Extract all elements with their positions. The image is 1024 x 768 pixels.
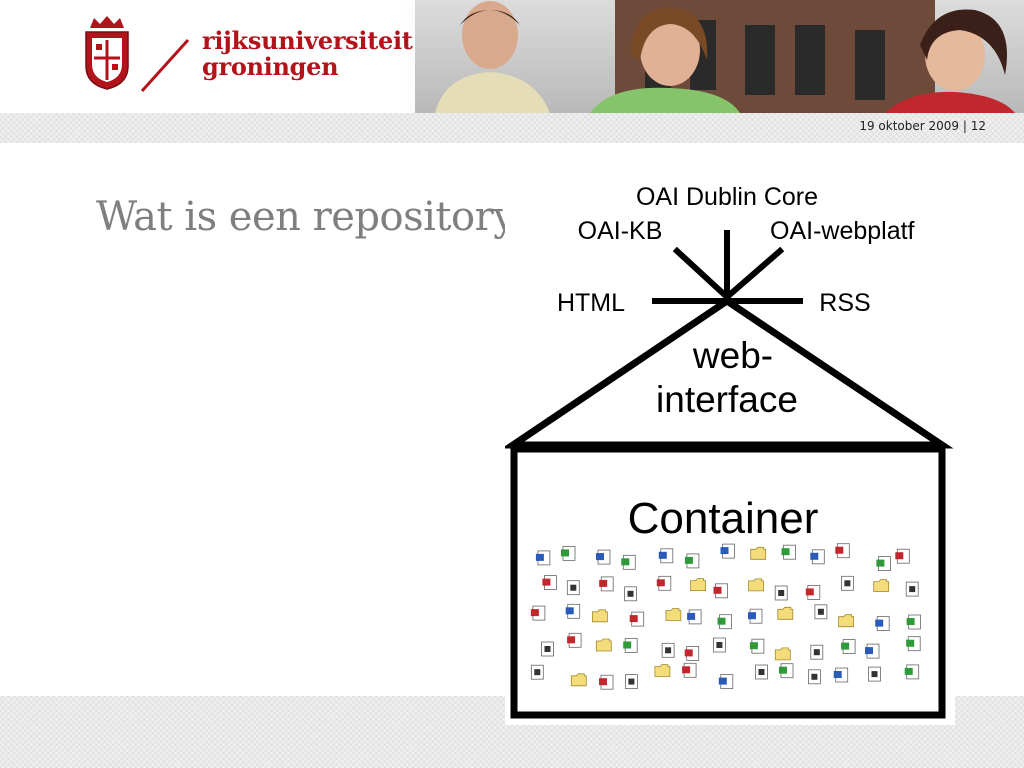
excel-file-icon [623, 638, 638, 653]
excel-file-icon [904, 664, 920, 680]
folder-file-icon [838, 614, 855, 628]
word-file-icon [596, 549, 611, 565]
video-file-icon [624, 586, 637, 602]
folder-file-icon [595, 638, 612, 652]
folder-file-icon [654, 664, 671, 677]
excel-file-icon [717, 614, 732, 630]
video-file-icon [774, 585, 788, 601]
ppt-file-icon [530, 605, 546, 621]
ppt-file-icon [567, 632, 582, 648]
word-file-icon [718, 674, 734, 690]
video-file-icon [814, 604, 828, 620]
word-file-icon [535, 550, 551, 566]
ppt-file-icon [629, 611, 645, 627]
word-file-icon [720, 543, 735, 559]
word-file-icon [748, 608, 763, 624]
ppt-file-icon [599, 576, 614, 592]
video-file-icon [905, 581, 919, 597]
ppt-file-icon [805, 584, 821, 600]
ppt-file-icon [682, 662, 697, 678]
folder-file-icon [873, 579, 890, 593]
header-photo [415, 0, 1024, 113]
word-file-icon [810, 549, 825, 565]
excel-file-icon [749, 638, 765, 654]
video-file-icon [625, 674, 638, 690]
video-file-icon [566, 580, 580, 596]
video-file-icon [712, 637, 726, 653]
university-crest-icon [85, 16, 129, 90]
label-html: HTML [557, 289, 625, 317]
label-interface: interface [656, 379, 798, 420]
excel-file-icon [876, 556, 891, 572]
connector-upper-right [722, 246, 785, 302]
slide-title: Wat is een repository [96, 194, 506, 240]
excel-file-icon [684, 553, 700, 569]
label-oai-dublin-core: OAI Dublin Core [636, 183, 818, 211]
word-file-icon [875, 616, 890, 632]
repository-diagram: OAI Dublin Core OAI-KB OAI-webplatf HTML… [505, 175, 955, 725]
excel-file-icon [841, 639, 856, 655]
video-file-icon [840, 575, 854, 591]
folder-file-icon [750, 546, 767, 560]
logo-line-2: groningen [202, 52, 339, 81]
video-file-icon [810, 644, 824, 660]
folder-file-icon [690, 578, 707, 592]
folder-file-icon [777, 606, 794, 620]
connector-upper-left [672, 246, 732, 302]
ppt-file-icon [542, 575, 557, 591]
excel-file-icon [906, 614, 922, 630]
label-oai-webplatform: OAI-webplatf [770, 217, 915, 245]
excel-file-icon [561, 545, 576, 561]
video-file-icon [541, 641, 554, 657]
header-pattern-band [0, 113, 1024, 143]
house-roof [505, 296, 954, 449]
word-file-icon [565, 603, 581, 619]
label-container: Container [628, 494, 819, 543]
word-file-icon [658, 548, 674, 564]
video-file-icon [807, 669, 821, 685]
ppt-file-icon [599, 674, 614, 690]
video-file-icon [868, 666, 881, 682]
video-file-icon [755, 664, 768, 680]
label-rss: RSS [819, 289, 870, 317]
video-file-icon [661, 642, 675, 658]
folder-file-icon [592, 609, 608, 623]
excel-file-icon [779, 663, 794, 679]
excel-file-icon [906, 636, 921, 652]
folder-file-icon [665, 608, 682, 621]
folder-file-icon [570, 673, 587, 687]
ppt-file-icon [713, 583, 728, 599]
word-file-icon [687, 609, 702, 625]
date-page-indicator: 19 oktober 2009 | 12 [859, 119, 986, 133]
label-oai-kb: OAI-KB [578, 217, 663, 245]
ppt-file-icon [684, 645, 700, 661]
excel-file-icon [781, 544, 796, 560]
folder-file-icon [748, 578, 765, 592]
label-web: web- [692, 335, 773, 376]
excel-file-icon [621, 554, 636, 570]
ppt-file-icon [656, 575, 672, 591]
ppt-file-icon [835, 543, 850, 559]
logo-line-1: rijksuniversiteit [202, 26, 413, 55]
university-logo-text: rijksuniversiteit groningen [202, 28, 413, 80]
ppt-file-icon [895, 548, 910, 564]
folder-file-icon [774, 647, 791, 661]
logo-slash-icon [140, 38, 190, 93]
word-file-icon [865, 643, 880, 659]
word-file-icon [833, 667, 849, 683]
file-icon-cluster [530, 543, 922, 690]
header-banner: rijksuniversiteit groningen [0, 0, 1024, 113]
video-file-icon [530, 664, 544, 680]
